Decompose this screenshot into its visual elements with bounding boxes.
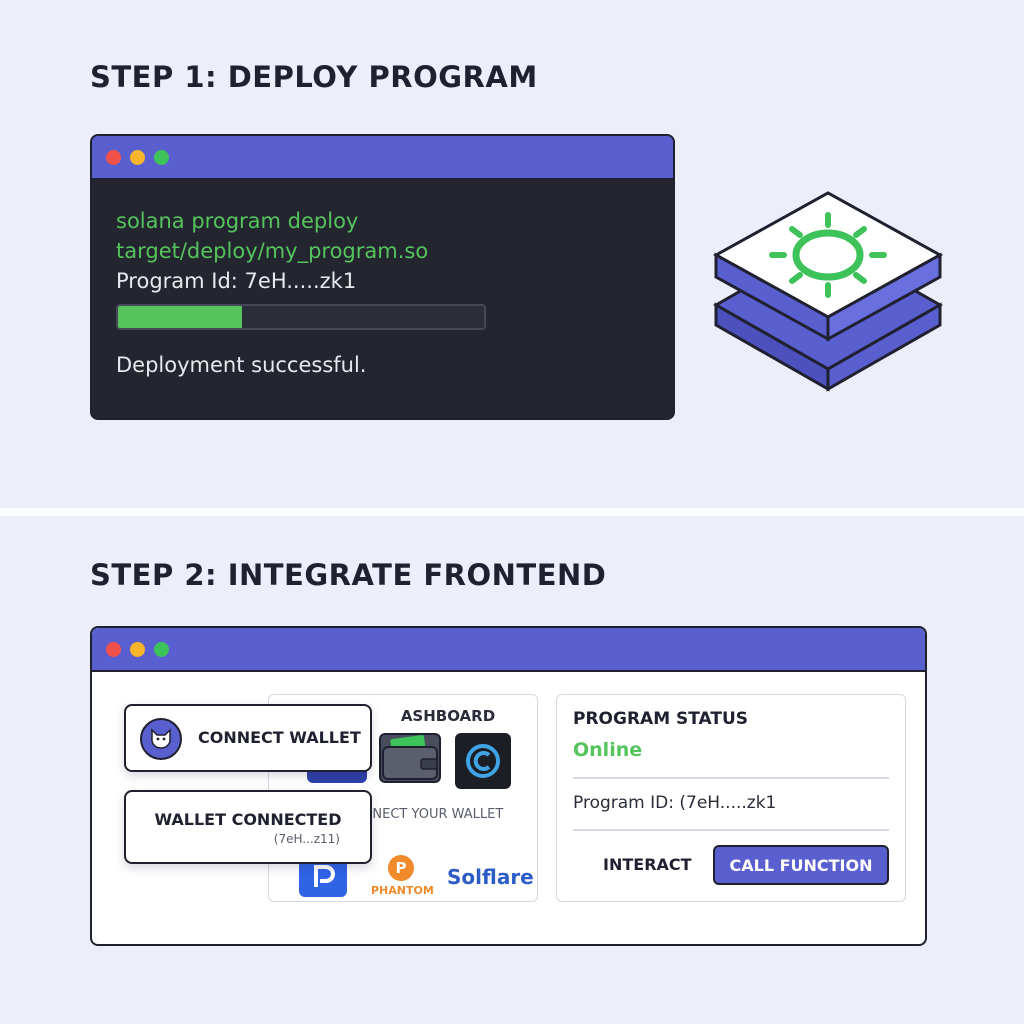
step1-title: STEP 1: DEPLOY PROGRAM bbox=[90, 60, 538, 94]
phantom-label: PHANTOM bbox=[371, 884, 434, 897]
step2-section: STEP 2: INTEGRATE FRONTEND ASHBOARD bbox=[0, 516, 1024, 1024]
deploy-progress-bar bbox=[116, 304, 486, 330]
close-dot-icon[interactable] bbox=[106, 642, 121, 657]
maximize-dot-icon[interactable] bbox=[154, 642, 169, 657]
program-id-text: Program ID: (7eH.....zk1 bbox=[573, 793, 777, 813]
minimize-dot-icon[interactable] bbox=[130, 642, 145, 657]
fox-wallet-icon bbox=[140, 718, 182, 760]
frontend-titlebar bbox=[92, 628, 925, 672]
connect-wallet-button[interactable]: CONNECT WALLET bbox=[124, 704, 372, 772]
step2-title: STEP 2: INTEGRATE FRONTEND bbox=[90, 558, 607, 592]
phantom-icon: P bbox=[388, 855, 414, 881]
solflare-label[interactable]: Solflare bbox=[447, 865, 534, 889]
connect-wallet-label: CONNECT WALLET bbox=[198, 728, 361, 747]
terminal-body: solana program deploy target/deploy/my_p… bbox=[92, 180, 673, 418]
coin98-icon[interactable] bbox=[455, 733, 511, 789]
frontend-body: ASHBOARD NNECT Y bbox=[92, 672, 925, 944]
deploy-progress-fill bbox=[118, 306, 243, 328]
wallet-connected-card: WALLET CONNECTED (7eH...z11) bbox=[124, 790, 372, 864]
deploy-status: Deployment successful. bbox=[116, 353, 367, 377]
call-function-button[interactable]: CALL FUNCTION bbox=[713, 845, 889, 885]
frontend-window: ASHBOARD NNECT Y bbox=[90, 626, 927, 946]
program-status-state: Online bbox=[573, 739, 643, 761]
wallet-connected-label: WALLET CONNECTED bbox=[154, 810, 342, 829]
section-divider bbox=[0, 508, 1024, 516]
minimize-dot-icon[interactable] bbox=[130, 150, 145, 165]
program-status-card: PROGRAM STATUS Online Program ID: (7eH..… bbox=[556, 694, 906, 902]
program-id-line: Program Id: 7eH.....zk1 bbox=[116, 269, 357, 293]
wallet-address: (7eH...z11) bbox=[273, 832, 340, 846]
close-dot-icon[interactable] bbox=[106, 150, 121, 165]
status-divider bbox=[573, 829, 889, 831]
dashboard-title: ASHBOARD bbox=[400, 707, 496, 725]
status-divider bbox=[573, 777, 889, 779]
command-line-2: target/deploy/my_program.so bbox=[116, 239, 429, 263]
maximize-dot-icon[interactable] bbox=[154, 150, 169, 165]
program-stack-icon bbox=[712, 191, 944, 392]
wallet-icon[interactable] bbox=[379, 733, 441, 783]
command-line-1: solana program deploy bbox=[116, 209, 359, 233]
terminal-window: solana program deploy target/deploy/my_p… bbox=[90, 134, 675, 420]
phantom-logo[interactable]: P PHANTOM bbox=[371, 855, 434, 897]
step1-section: STEP 1: DEPLOY PROGRAM solana program de… bbox=[0, 0, 1024, 508]
dashboard-subtitle: NNECT YOUR WALLET bbox=[362, 807, 504, 822]
terminal-titlebar bbox=[92, 136, 673, 180]
program-status-title: PROGRAM STATUS bbox=[573, 709, 749, 729]
interact-button[interactable]: INTERACT bbox=[603, 855, 692, 874]
